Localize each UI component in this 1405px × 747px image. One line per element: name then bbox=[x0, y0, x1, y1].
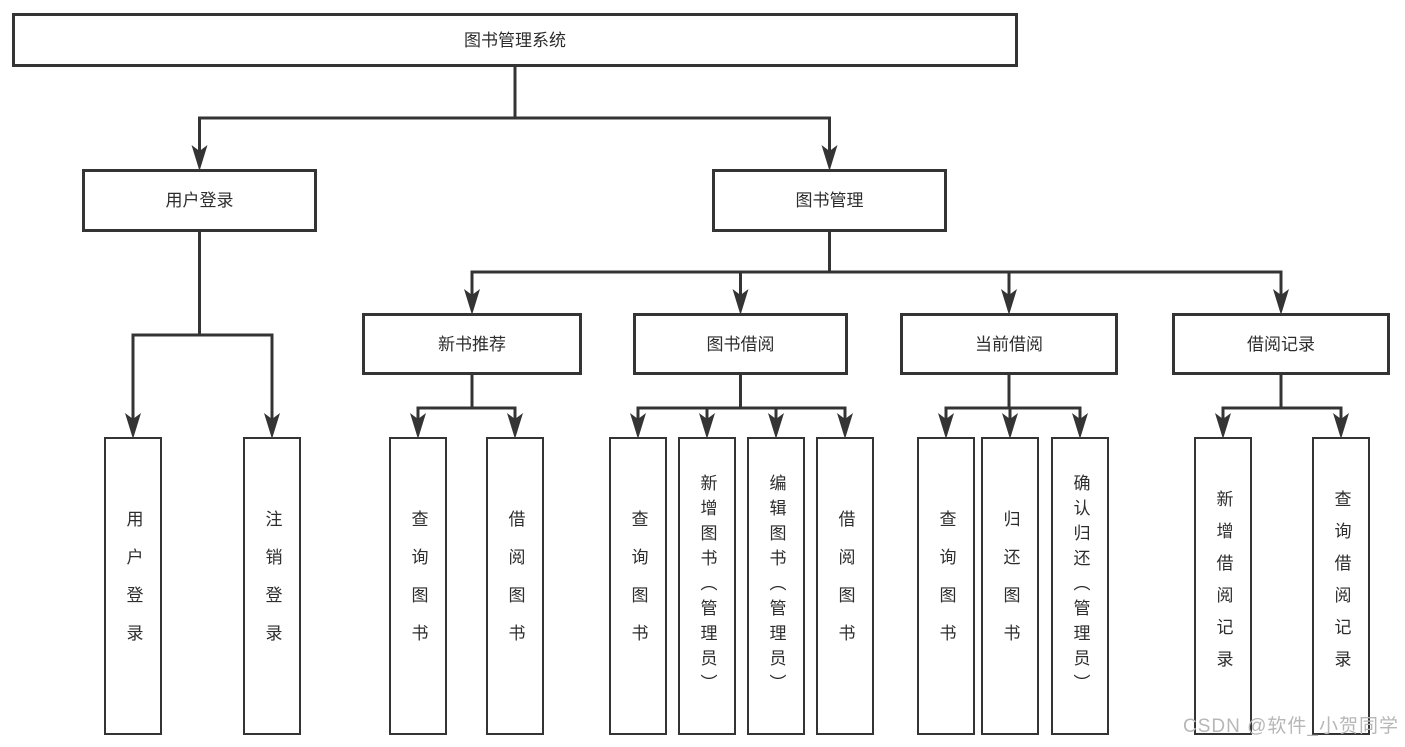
node-book-borrow: 图书借阅 bbox=[633, 313, 848, 375]
node-book-mgmt: 图书管理 bbox=[712, 169, 947, 232]
node-label: 借阅图书 bbox=[835, 510, 855, 662]
node-leaf-borrow-book-2: 借阅图书 bbox=[816, 437, 874, 735]
node-label: 借阅图书 bbox=[505, 510, 525, 662]
node-label: 用户登录 bbox=[165, 191, 234, 210]
node-label: 注销登录 bbox=[262, 510, 282, 662]
node-leaf-query-book-1: 查询图书 bbox=[389, 437, 447, 735]
node-label: 用户登录 bbox=[123, 510, 143, 662]
node-label: 查询借阅记录 bbox=[1331, 490, 1351, 682]
node-label: 编辑图书（管理员） bbox=[766, 473, 786, 699]
node-new-book-rec: 新书推荐 bbox=[362, 313, 582, 375]
node-label: 查询图书 bbox=[408, 510, 428, 662]
node-leaf-borrow-book-1: 借阅图书 bbox=[486, 437, 544, 735]
node-leaf-add-book: 新增图书（管理员） bbox=[678, 437, 736, 735]
node-user-login: 用户登录 bbox=[82, 169, 317, 232]
node-label: 图书管理 bbox=[795, 191, 864, 210]
node-label: 新书推荐 bbox=[438, 334, 506, 354]
node-root: 图书管理系统 bbox=[12, 13, 1018, 67]
node-leaf-confirm-return: 确认归还（管理员） bbox=[1051, 437, 1109, 735]
node-label: 确认归还（管理员） bbox=[1070, 473, 1090, 699]
node-label: 当前借阅 bbox=[975, 334, 1043, 354]
node-label: 图书管理系统 bbox=[464, 30, 566, 50]
node-leaf-query-borrow-rec: 查询借阅记录 bbox=[1312, 437, 1370, 735]
node-label: 新增图书（管理员） bbox=[697, 473, 717, 699]
node-label: 归还图书 bbox=[1000, 510, 1020, 662]
node-borrow-records: 借阅记录 bbox=[1172, 313, 1390, 375]
node-leaf-query-book-3: 查询图书 bbox=[917, 437, 975, 735]
node-label: 图书借阅 bbox=[706, 334, 775, 354]
node-label: 查询图书 bbox=[936, 510, 956, 662]
node-leaf-add-borrow-rec: 新增借阅记录 bbox=[1194, 437, 1252, 735]
node-leaf-user-login: 用户登录 bbox=[104, 437, 162, 735]
node-leaf-return-book: 归还图书 bbox=[981, 437, 1039, 735]
node-label: 新增借阅记录 bbox=[1213, 490, 1233, 682]
node-label: 借阅记录 bbox=[1247, 334, 1315, 354]
node-leaf-logout: 注销登录 bbox=[243, 437, 301, 735]
watermark: CSDN @软件_小贺同学 bbox=[1183, 716, 1399, 737]
node-current-borrow: 当前借阅 bbox=[900, 313, 1118, 375]
node-label: 查询图书 bbox=[628, 510, 648, 662]
node-leaf-query-book-2: 查询图书 bbox=[609, 437, 667, 735]
node-leaf-edit-book: 编辑图书（管理员） bbox=[747, 437, 805, 735]
